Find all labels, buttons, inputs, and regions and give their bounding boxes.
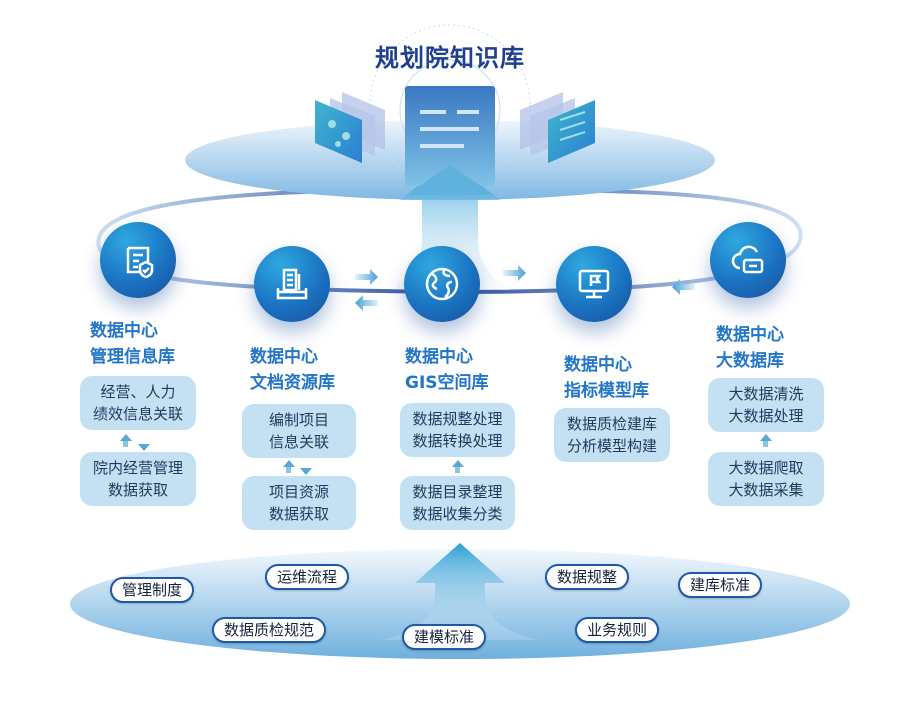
left-card-stack	[315, 92, 385, 163]
node-title-line2: 指标模型库	[564, 381, 649, 401]
foundation-pill: 业务规则	[575, 617, 660, 643]
node-title-line2: 文档资源库	[250, 373, 335, 393]
node-title-line2: 管理信息库	[90, 347, 175, 367]
box-text-line: 数据获取	[268, 505, 329, 523]
node-title-line1: 数据中心	[716, 325, 784, 345]
box-text-line: 经营、人力	[100, 383, 176, 401]
box-text-line: 大数据采集	[728, 481, 804, 499]
circuit-card-icon	[548, 100, 595, 163]
box-text-line: 编制项目	[268, 411, 329, 429]
info-box: 经营、人力绩效信息关联	[80, 376, 196, 430]
info-box: 数据目录整理数据收集分类	[400, 476, 515, 530]
box-text-line: 数据目录整理	[412, 483, 503, 501]
right-card-stack	[520, 92, 595, 163]
box-text-line: 大数据清洗	[728, 385, 804, 403]
node-big-data[interactable]	[710, 222, 786, 298]
up-arrow-icon	[120, 434, 132, 441]
box-text-line: 数据获取	[107, 481, 168, 499]
node-title-line2: 大数据库	[716, 351, 784, 371]
info-box: 编制项目信息关联	[242, 404, 356, 458]
arrow-left-1	[355, 295, 378, 311]
info-box: 数据规整处理数据转换处理	[400, 403, 515, 457]
box-text-line: 数据收集分类	[412, 505, 503, 523]
box-text-line: 数据质检建库	[566, 415, 657, 433]
foundation-pill: 数据质检规范	[212, 617, 327, 643]
clipboard-shield-icon	[126, 246, 154, 279]
foundation-pill: 管理制度	[110, 577, 195, 603]
info-box: 大数据爬取大数据采集	[708, 452, 824, 506]
node-document-resources[interactable]	[254, 246, 330, 322]
page-title: 规划院知识库	[375, 44, 525, 72]
up-arrow-icon	[283, 460, 295, 467]
up-arrow-icon	[452, 460, 464, 467]
info-box: 数据质检建库分析模型构建	[554, 408, 670, 462]
box-text-line: 项目资源	[268, 483, 329, 501]
network-card-icon	[315, 100, 362, 163]
foundation-pill: 运维流程	[265, 564, 350, 590]
box-text-line: 分析模型构建	[566, 437, 657, 455]
foundation-pill: 建库标准	[678, 572, 763, 598]
box-text-line: 绩效信息关联	[92, 405, 183, 423]
box-text-line: 大数据爬取	[728, 459, 804, 477]
box-text-line: 大数据处理	[728, 407, 804, 425]
arrow-right-1	[355, 269, 378, 285]
arrow-left-2	[672, 279, 695, 295]
box-text-line: 数据规整处理	[412, 410, 503, 428]
node-title-line1: 数据中心	[564, 355, 632, 375]
node-indicator-model[interactable]	[556, 246, 632, 322]
info-box: 项目资源数据获取	[242, 476, 356, 530]
box-text-line: 院内经营管理	[92, 459, 183, 477]
down-arrow-icon	[138, 444, 150, 451]
foundation-pill: 数据规整	[545, 564, 630, 590]
box-text-line: 信息关联	[268, 433, 329, 451]
node-title-line1: 数据中心	[405, 347, 473, 367]
node-title-line1: 数据中心	[250, 347, 318, 367]
node-title-line2: GIS空间库	[405, 373, 489, 393]
node-management-info[interactable]	[100, 222, 176, 298]
info-box: 院内经营管理数据获取	[80, 452, 196, 506]
monitor-flag-icon	[578, 269, 610, 299]
node-title-line1: 数据中心	[90, 321, 158, 341]
down-arrow-icon	[300, 468, 312, 475]
globe-icon	[425, 267, 459, 301]
document-tray-icon	[276, 268, 308, 300]
foundation-pill: 建模标准	[402, 624, 487, 650]
cloud-database-icon	[731, 245, 764, 274]
box-text-line: 数据转换处理	[412, 432, 503, 450]
arrow-right-2	[503, 265, 526, 281]
bottom-arrow	[380, 543, 540, 640]
node-gis-spatial[interactable]	[404, 246, 480, 322]
up-arrow-icon	[760, 434, 772, 441]
info-box: 大数据清洗大数据处理	[708, 378, 824, 432]
